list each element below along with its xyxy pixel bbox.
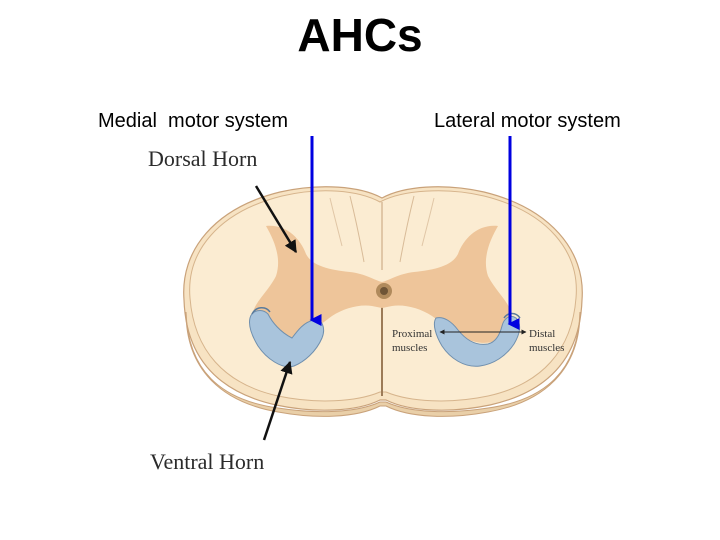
slide-title: AHCs — [297, 9, 423, 61]
proximal-muscles-label: Proximal muscles — [392, 328, 433, 354]
medial-arm-illustration — [249, 307, 325, 368]
medial-motor-system-label: Medial motor system — [98, 110, 289, 132]
spinal-cord-cross-section — [183, 186, 583, 417]
lateral-motor-system-label: Lateral motor system — [434, 110, 621, 132]
dorsal-horn-label: Dorsal Horn — [148, 146, 258, 171]
dorsal-horn-pointer — [254, 185, 298, 254]
ventral-horn-pointer — [262, 360, 293, 441]
ventral-horn-label: Ventral Horn — [150, 449, 265, 474]
distal-muscles-label: Distal muscles — [529, 328, 565, 354]
